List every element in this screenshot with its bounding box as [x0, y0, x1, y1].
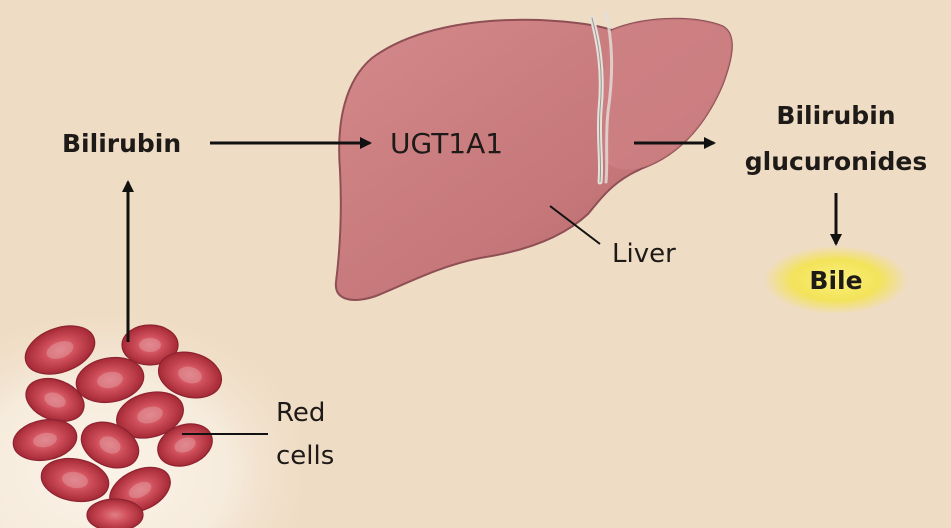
- bile-label: Bile: [809, 266, 862, 295]
- glucuronides-label-line1: Bilirubin: [776, 101, 895, 130]
- ugt1a1-label: UGT1A1: [390, 127, 503, 160]
- bilirubin-label: Bilirubin: [62, 129, 181, 158]
- liver-label: Liver: [612, 239, 676, 269]
- red-cells-label-line2: cells: [276, 441, 334, 471]
- glucuronides-label-line2: glucuronides: [745, 147, 927, 176]
- red-cells-label-line1: Red: [276, 398, 325, 428]
